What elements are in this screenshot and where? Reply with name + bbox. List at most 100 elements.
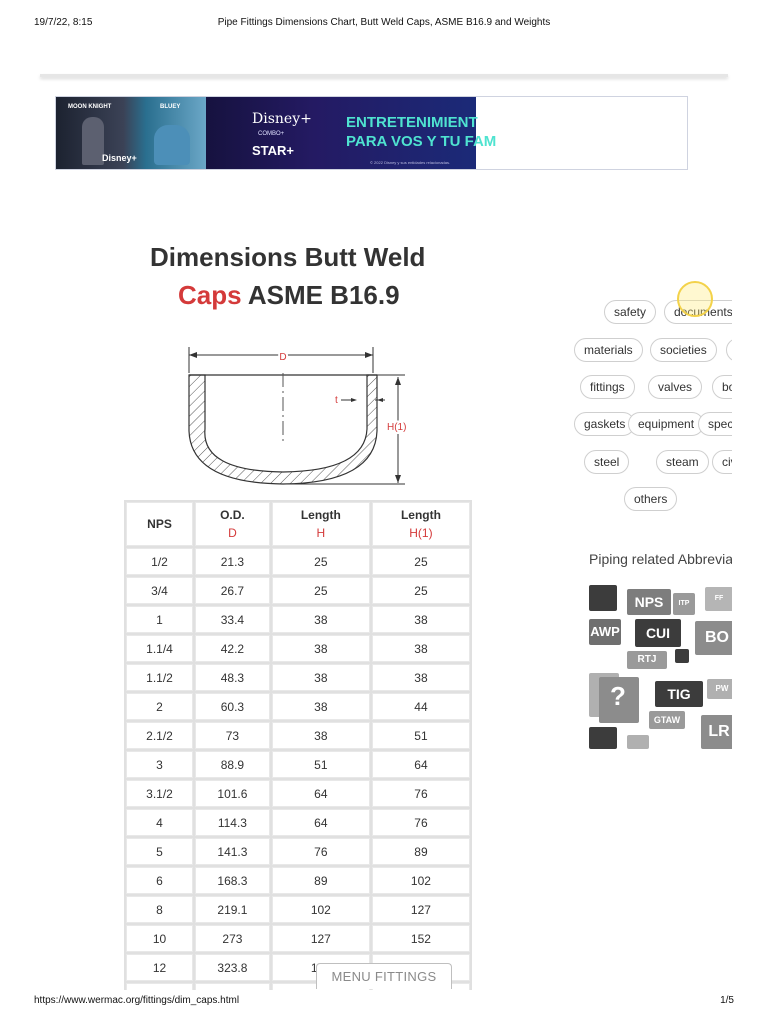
table-cell: 323.8 <box>195 954 270 981</box>
table-cell: 25 <box>371 548 470 575</box>
column-header-label: Length <box>300 508 341 522</box>
table-cell: 38 <box>271 606 370 633</box>
page-title-rest: ASME B16.9 <box>241 280 400 310</box>
column-header-symbol: D <box>228 526 237 540</box>
table-cell: 33.4 <box>195 606 270 633</box>
table-cell: 101.6 <box>195 780 270 807</box>
ad-main-panel: Disney+ COMBO+ STAR+ ENTRETENIMIENT PARA… <box>206 97 496 169</box>
tag-steam[interactable]: steam <box>656 450 709 474</box>
table-cell: 273 <box>195 925 270 952</box>
table-cell: 38 <box>371 635 470 662</box>
table-cell: 89 <box>271 867 370 894</box>
table-cell: 25 <box>271 548 370 575</box>
tag-gaskets[interactable]: gaskets <box>574 412 636 436</box>
question-mark-icon: ? <box>601 677 635 715</box>
abbreviation-shape <box>589 727 617 749</box>
table-cell: 4 <box>126 809 194 836</box>
print-url: https://www.wermac.org/fittings/dim_caps… <box>34 995 240 1006</box>
abbreviation-bubble: GTAW <box>649 711 685 729</box>
abbreviation-bubble: BO <box>695 621 732 655</box>
tag-materials[interactable]: materials <box>574 338 643 362</box>
table-cell: 14 <box>126 983 194 990</box>
table-cell: 355.6 <box>195 983 270 990</box>
column-header-symbol: H <box>316 526 326 540</box>
abbreviation-shape <box>675 649 689 663</box>
label-t: t <box>335 395 338 406</box>
ad-tile-brand: Disney+ <box>102 153 137 163</box>
print-header: 19/7/22, 8:15 Pipe Fittings Dimensions C… <box>0 17 768 31</box>
table-cell: 51 <box>371 722 470 749</box>
column-header-symbol: H(1) <box>409 526 433 540</box>
tag-flanges[interactable]: flanges <box>726 338 732 362</box>
abbreviation-bubble: ITP <box>673 593 695 615</box>
ad-brand-logo: Disney+ <box>252 111 312 127</box>
table-cell: 102 <box>371 867 470 894</box>
page-title-line-1: Dimensions Butt Weld <box>150 242 426 272</box>
tag-others[interactable]: others <box>624 487 678 511</box>
tag-valves[interactable]: valves <box>648 375 703 399</box>
table-cell: 60.3 <box>195 693 270 720</box>
ad-brand-star: STAR+ <box>252 143 295 158</box>
abbreviation-bubble: AWP <box>589 619 621 645</box>
tag-bolts[interactable]: bolts <box>712 375 732 399</box>
table-cell: 1 <box>126 606 194 633</box>
ad-headline-1: ENTRETENIMIENT <box>346 114 478 131</box>
tag-equipment[interactable]: equipment <box>628 412 705 436</box>
ad-legal: © 2022 Disney y sus entidades relacionad… <box>370 160 451 165</box>
ad-headline-2: PARA VOS Y TU FAM <box>346 133 497 150</box>
ad-tile-label-a: MOON KNIGHT <box>68 104 112 110</box>
abbreviation-bubble: TIG <box>655 681 703 707</box>
abbreviation-bubble: CUI <box>635 619 681 647</box>
table-cell: 88.9 <box>195 751 270 778</box>
table-cell: 89 <box>371 838 470 865</box>
tag-civil[interactable]: civil <box>712 450 732 474</box>
table-cell: 127 <box>271 925 370 952</box>
table-cell: 64 <box>371 751 470 778</box>
menu-fittings-button[interactable]: MENU FITTINGS <box>316 963 452 989</box>
print-date: 19/7/22, 8:15 <box>34 17 93 28</box>
table-cell: 114.3 <box>195 809 270 836</box>
print-page-number: 1/5 <box>720 995 734 1006</box>
table-cell: 76 <box>371 809 470 836</box>
table-cell: 48.3 <box>195 664 270 691</box>
table-cell: 51 <box>271 751 370 778</box>
table-cell: 25 <box>271 577 370 604</box>
abbreviation-bubble: PW <box>707 679 732 699</box>
table-cell: 6 <box>126 867 194 894</box>
tag-safety[interactable]: safety <box>604 300 657 324</box>
table-cell: 12 <box>126 954 194 981</box>
table-cell: 102 <box>271 896 370 923</box>
abbreviation-bubble: FF <box>705 587 732 611</box>
tag-fittings[interactable]: fittings <box>580 375 635 399</box>
ad-figure-icon <box>154 125 190 165</box>
abbreviation-shape <box>589 585 617 611</box>
top-divider <box>40 74 728 77</box>
table-cell: 10 <box>126 925 194 952</box>
tag-steel[interactable]: steel <box>584 450 630 474</box>
label-d: D <box>279 352 286 363</box>
abbreviation-bubble: NPS <box>627 589 671 615</box>
column-header-label: NPS <box>147 517 172 531</box>
ad-banner[interactable]: MOON KNIGHT BLUEY Disney+ Disney+ COMBO+… <box>55 96 688 170</box>
abbreviations-title[interactable]: Piping related Abbreviations <box>589 551 732 567</box>
table-cell: 168.3 <box>195 867 270 894</box>
tag-societies[interactable]: societies <box>650 338 717 362</box>
print-page-title: Pipe Fittings Dimensions Chart, Butt Wel… <box>217 17 551 28</box>
table-cell: 38 <box>371 606 470 633</box>
tag-specials[interactable]: specials <box>698 412 732 436</box>
table-cell: 38 <box>271 664 370 691</box>
